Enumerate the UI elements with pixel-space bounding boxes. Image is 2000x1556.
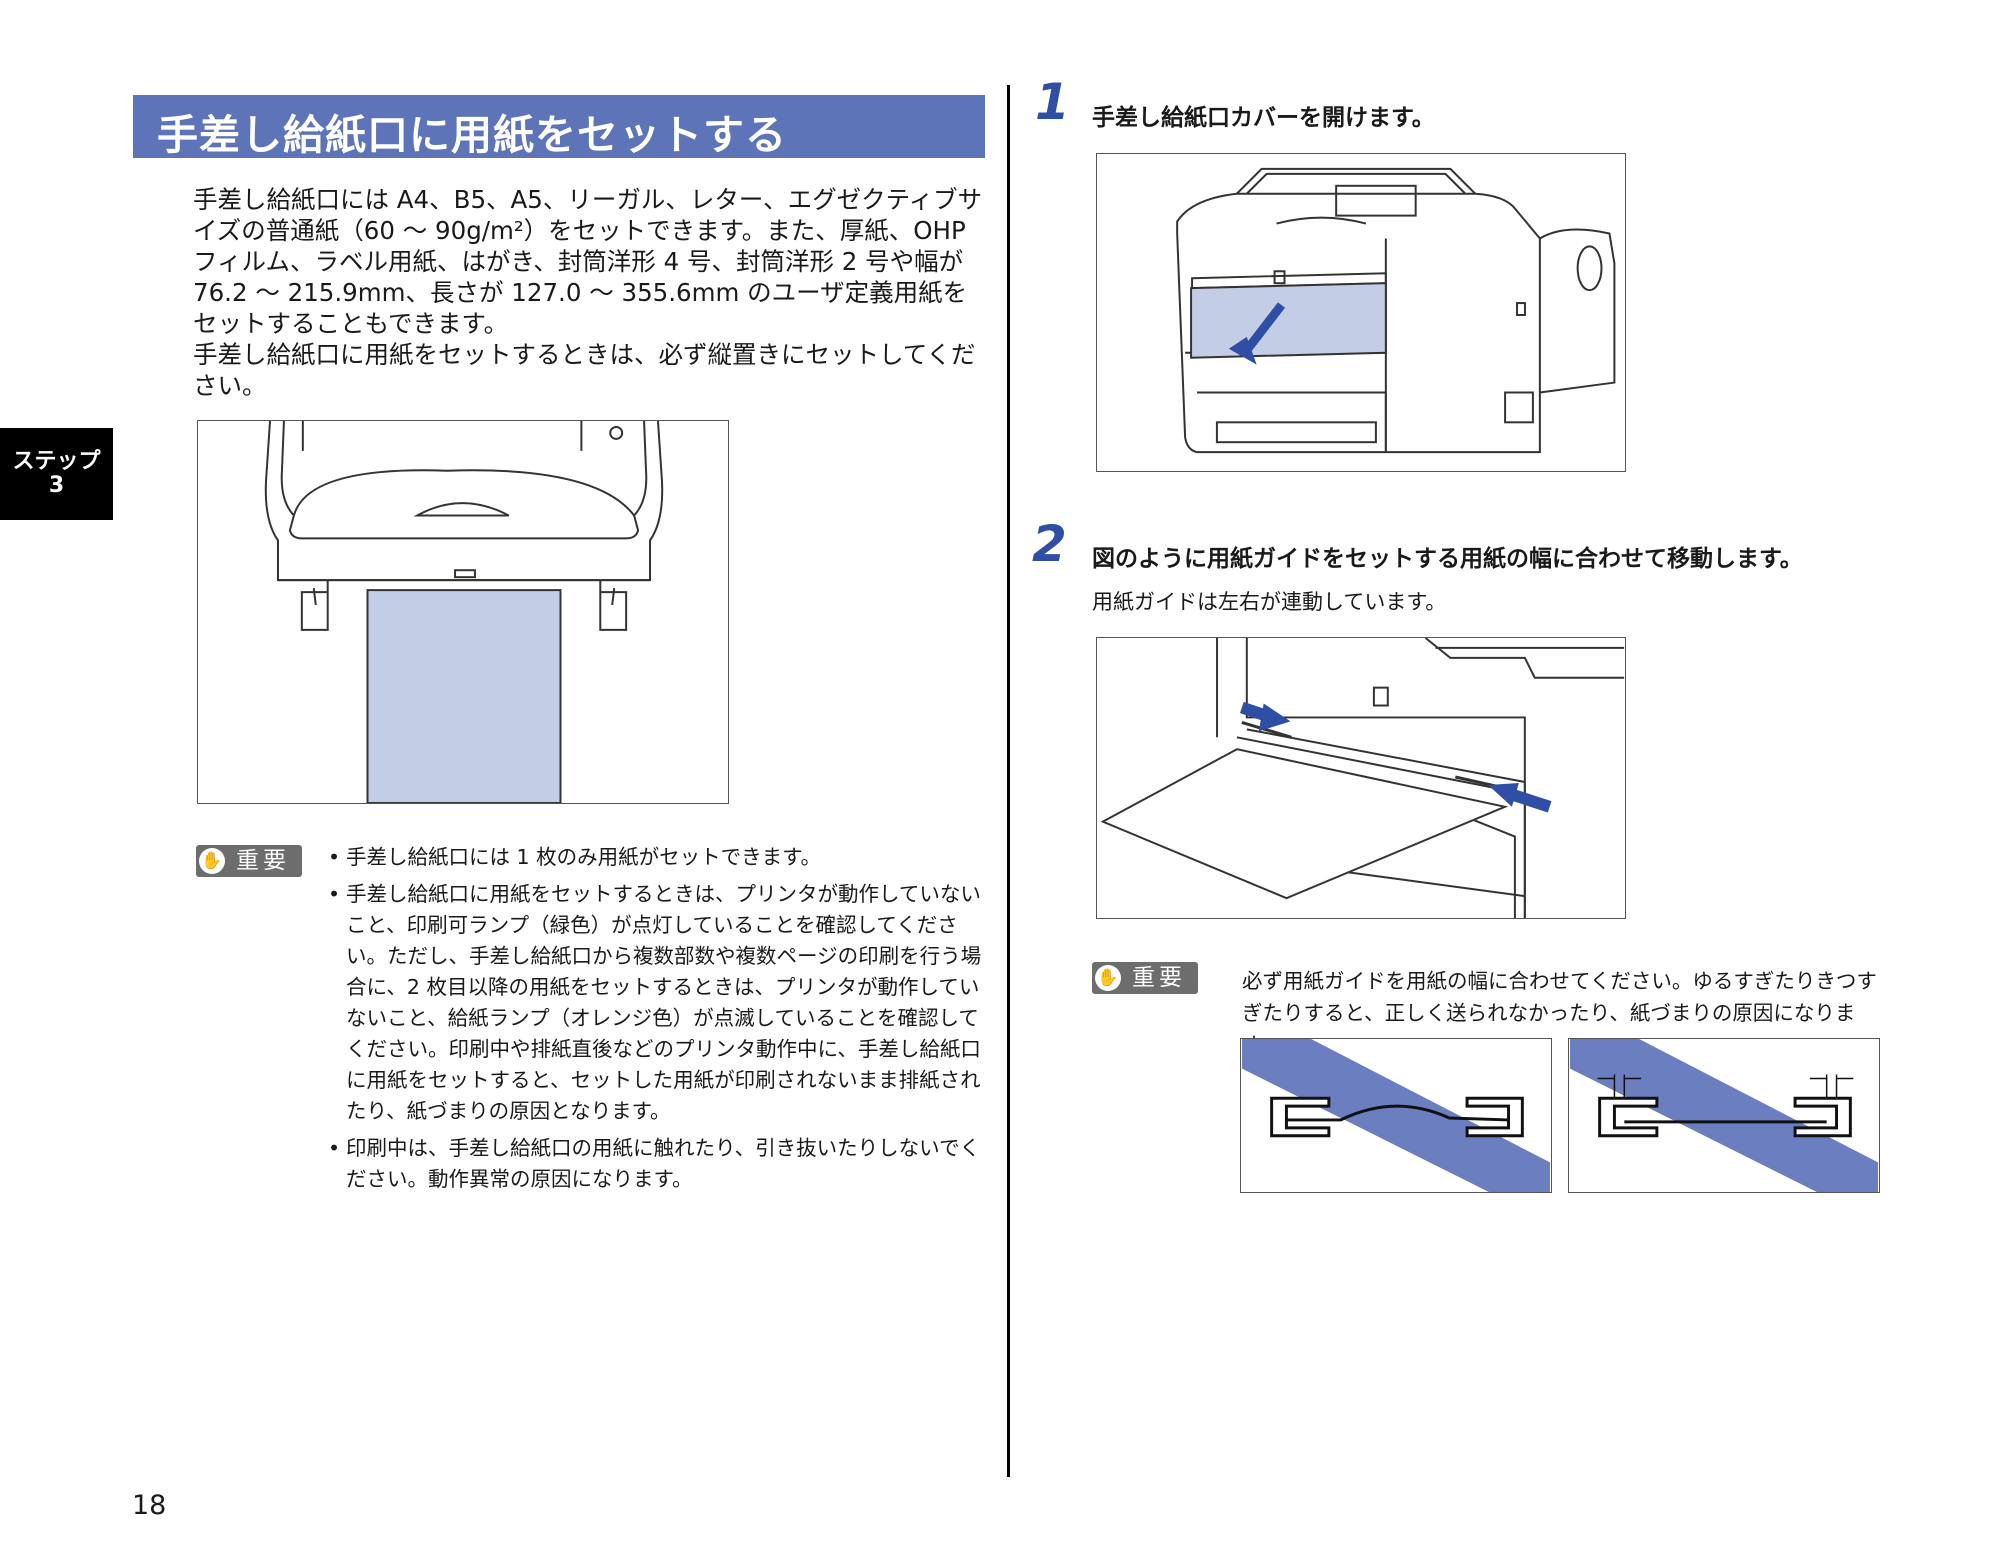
important-notes-list: 手差し給紙口には 1 枚のみ用紙がセットできます。 手差し給紙口に用紙をセットす… bbox=[328, 842, 988, 1201]
intro-paragraph-1: 手差し給紙口には A4、B5、A5、リーガル、レター、エグゼクティブサイズの普通… bbox=[193, 185, 983, 338]
page-title: 手差し給紙口に用紙をセットする bbox=[157, 111, 787, 159]
hand-stop-icon: ✋ bbox=[199, 848, 225, 874]
printer-paper-illustration bbox=[264, 421, 664, 803]
important-note: 手差し給紙口に用紙をセットするときは、プリンタが動作していないこと、印刷可ランプ… bbox=[328, 879, 988, 1127]
hand-stop-icon: ✋ bbox=[1095, 965, 1121, 991]
intro-text: 手差し給紙口には A4、B5、A5、リーガル、レター、エグゼクティブサイズの普通… bbox=[193, 184, 985, 401]
step-2-text: 図のように用紙ガイドをセットする用紙の幅に合わせて移動します。 bbox=[1092, 546, 1803, 572]
manual-feed-paper-figure bbox=[197, 420, 729, 804]
guide-too-tight-illustration bbox=[1242, 1039, 1550, 1192]
important-note: 印刷中は、手差し給紙口の用紙に触れたり、引き抜いたりしないでください。動作異常の… bbox=[328, 1133, 988, 1195]
step-side-tab: ステップ 3 bbox=[0, 428, 113, 520]
important-note: 手差し給紙口には 1 枚のみ用紙がセットできます。 bbox=[328, 842, 988, 873]
page-number: 18 bbox=[132, 1490, 167, 1521]
important-2-text: 必ず用紙ガイドを用紙の幅に合わせてください。ゆるすぎたりきつすぎたりすると、正し… bbox=[1242, 969, 1877, 1057]
side-tab-label: ステップ bbox=[12, 449, 101, 474]
guide-too-loose-illustration bbox=[1570, 1039, 1878, 1192]
step-1-number: 1 bbox=[1035, 73, 1070, 131]
important-label: 重要 bbox=[236, 848, 290, 874]
paper-guide-illustration bbox=[1100, 638, 1625, 918]
section-title-bar: 手差し給紙口に用紙をセットする bbox=[133, 95, 985, 159]
step-2-sub: 用紙ガイドは左右が連動しています。 bbox=[1092, 590, 1447, 614]
step-2-number: 2 bbox=[1032, 515, 1067, 573]
intro-paragraph-2: 手差し給紙口に用紙をセットするときは、必ず縦置きにセットしてください。 bbox=[193, 340, 976, 400]
column-divider bbox=[1007, 85, 1010, 1477]
guide-too-loose-figure bbox=[1568, 1038, 1880, 1193]
step-1-text: 手差し給紙口カバーを開けます。 bbox=[1092, 105, 1435, 131]
important-label-2: 重要 bbox=[1132, 965, 1186, 991]
open-cover-figure bbox=[1096, 153, 1626, 472]
guide-too-tight-figure bbox=[1240, 1038, 1552, 1193]
side-tab-number: 3 bbox=[48, 473, 65, 498]
printer-open-cover-illustration bbox=[1176, 167, 1616, 454]
paper-guide-figure bbox=[1096, 637, 1626, 919]
important-badge-2: ✋ 重要 bbox=[1092, 962, 1198, 994]
important-badge: ✋ 重要 bbox=[196, 845, 302, 877]
